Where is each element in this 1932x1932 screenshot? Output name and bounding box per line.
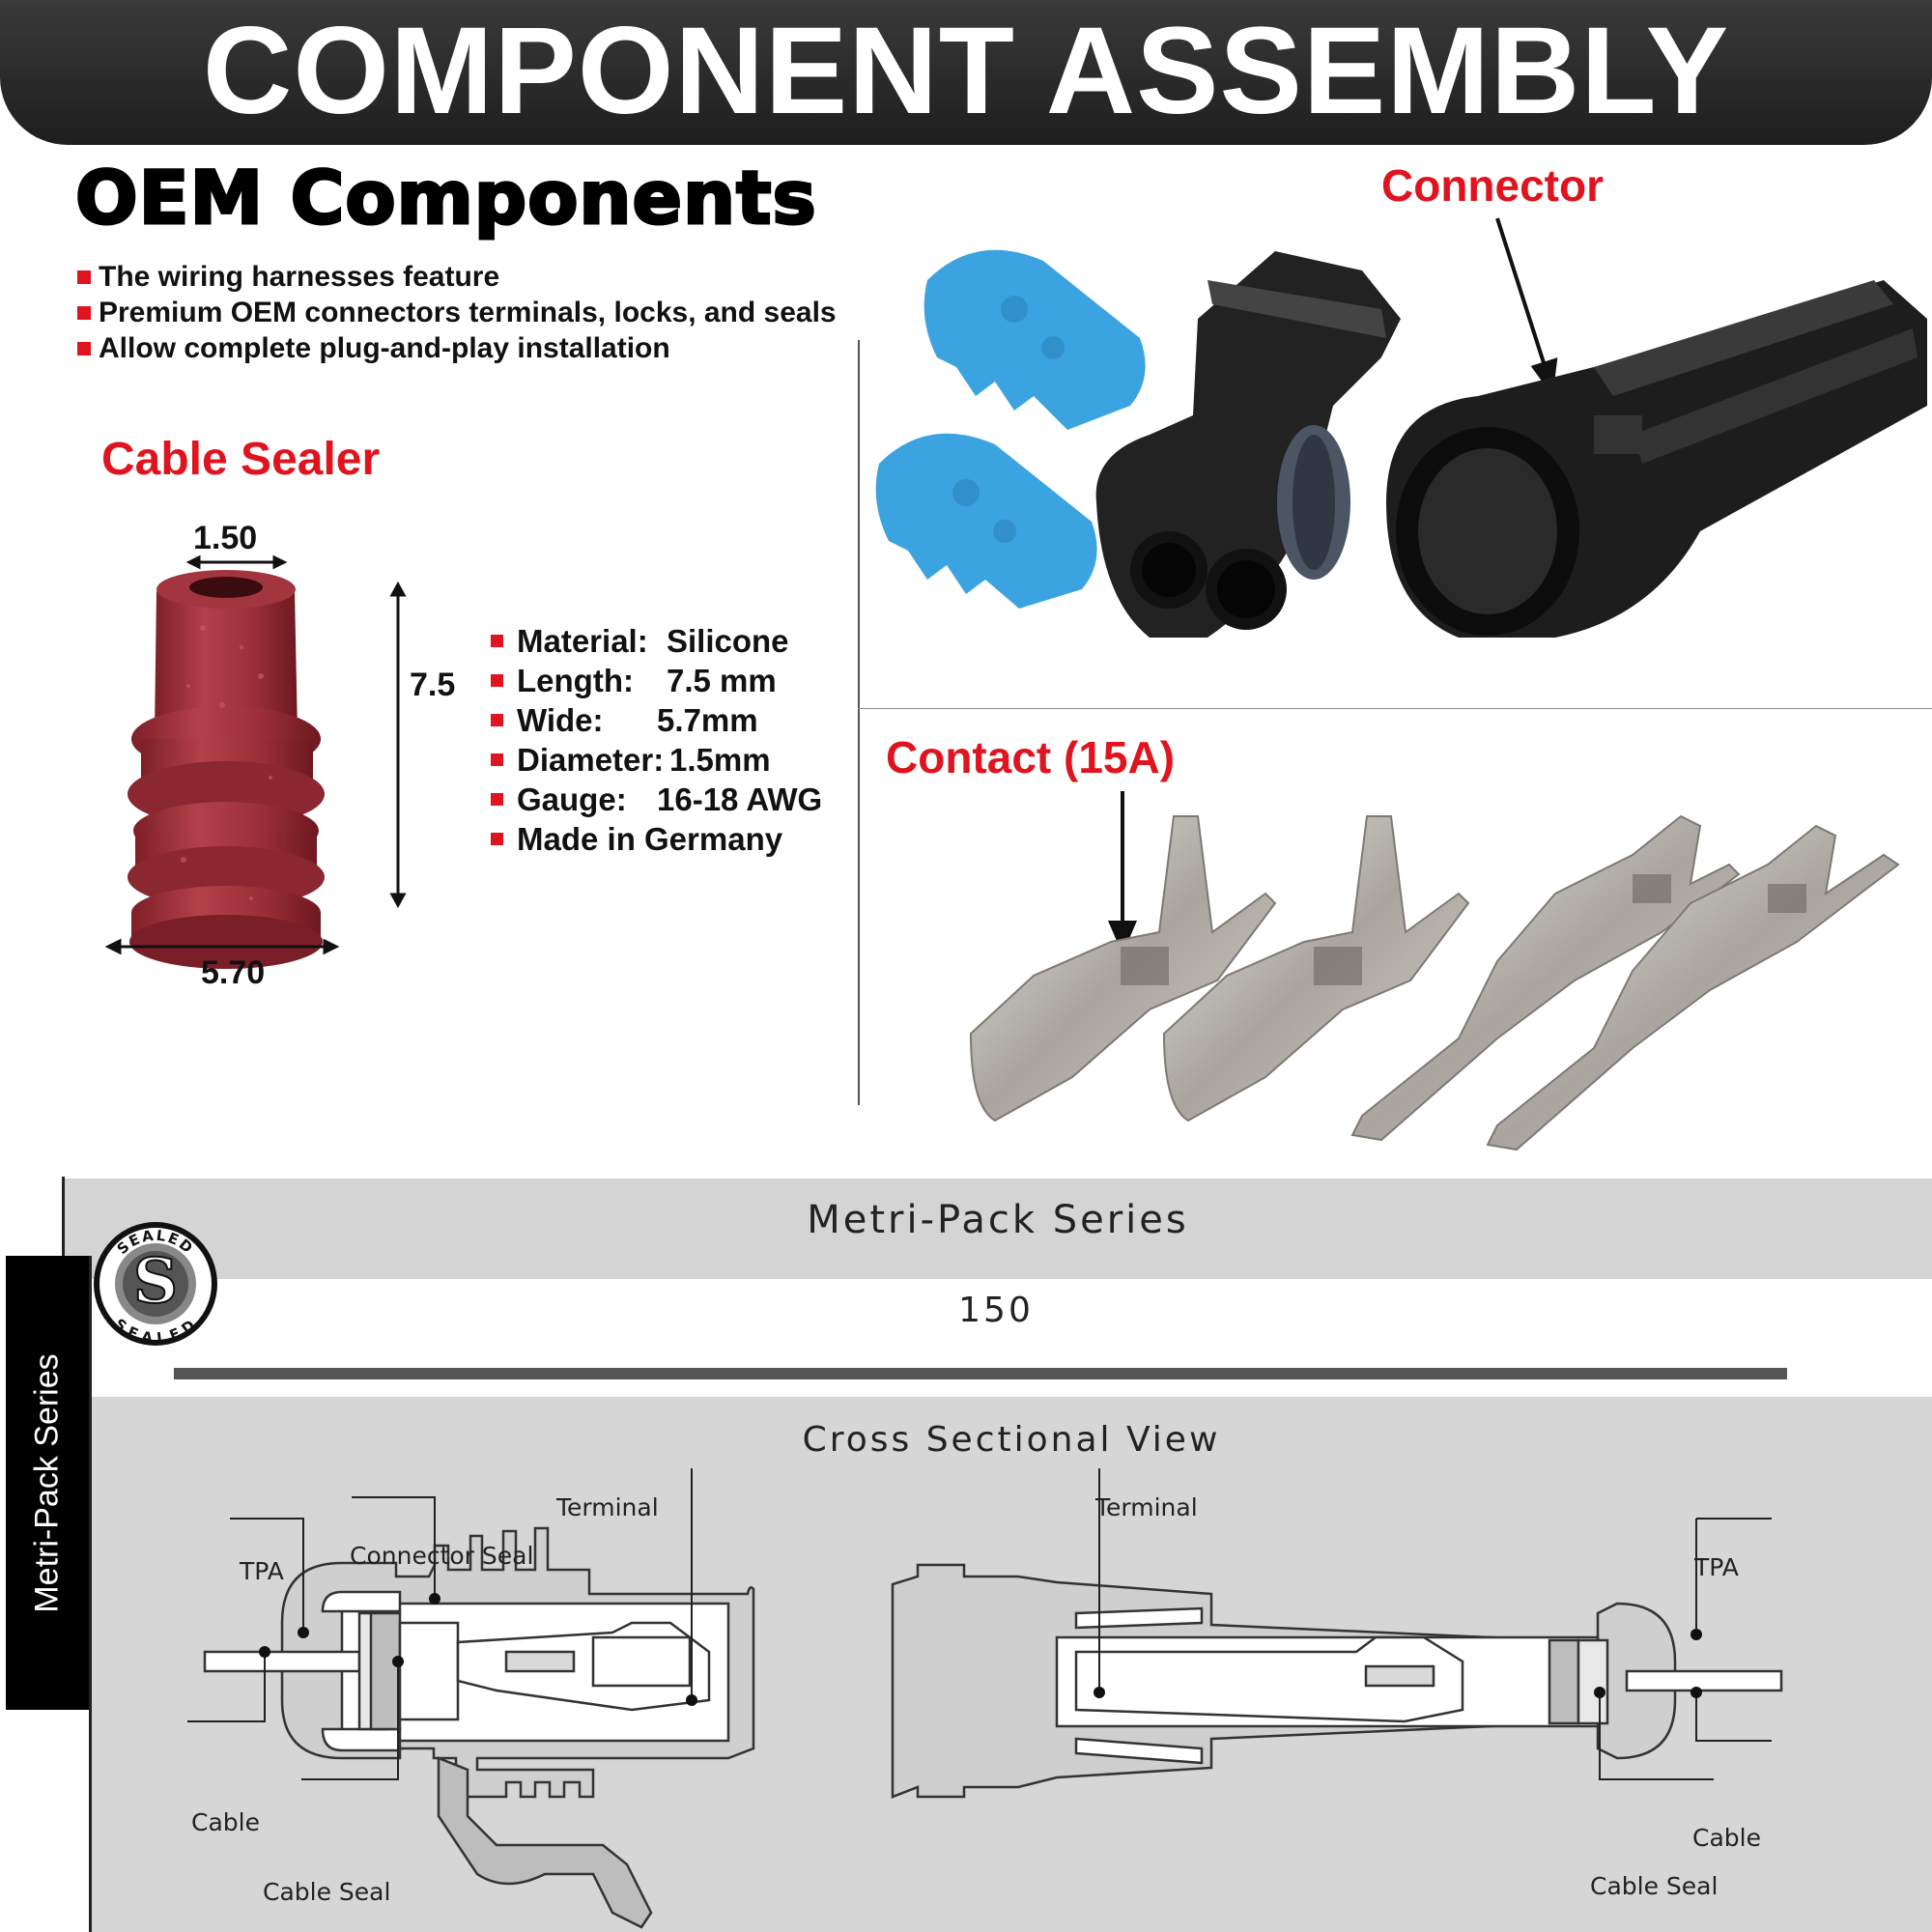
panel-border <box>89 1256 92 1932</box>
series-sidebar-label: Metri-Pack Series <box>28 1352 66 1613</box>
callout-cable-right: Cable <box>1692 1824 1761 1852</box>
contact-label: Contact (15A) <box>886 732 1176 782</box>
cable-sealer-illustration <box>104 554 407 969</box>
callout-tpa-right: TPA <box>1694 1553 1739 1581</box>
series-title: Metri-Pack Series <box>807 1198 1189 1242</box>
section-divider-vertical <box>858 340 860 1105</box>
callout-cable-left: Cable <box>191 1808 260 1836</box>
list-item: Gauge:16-18 AWG <box>491 780 822 819</box>
dimension-width-label: 5.70 <box>201 954 266 991</box>
bullet-square-icon <box>491 753 503 766</box>
header-banner <box>0 0 1932 145</box>
bullet-square-icon <box>77 270 91 284</box>
bullet-square-icon <box>491 674 503 687</box>
sealed-badge-icon: S SEALED SEALED <box>94 1222 217 1347</box>
cross-section-diagram <box>187 1468 1783 1929</box>
list-item: The wiring harnesses feature <box>77 259 837 295</box>
list-item: Length:7.5 mm <box>491 661 822 700</box>
section-divider-horizontal <box>858 708 1932 709</box>
dimension-length-label: 7.5 <box>410 667 456 703</box>
bullet-square-icon <box>491 635 503 647</box>
callout-tpa-left: TPA <box>240 1557 284 1585</box>
callout-cable-seal-left: Cable Seal <box>263 1878 391 1906</box>
series-number: 150 <box>958 1291 1034 1330</box>
callout-connector-seal: Connector Seal <box>350 1542 534 1570</box>
connector-label: Connector <box>1381 160 1604 211</box>
list-item: Diameter:1.5mm <box>491 740 822 780</box>
callout-cable-seal-right: Cable Seal <box>1590 1872 1719 1900</box>
dimension-top-label: 1.50 <box>193 520 258 556</box>
bullet-square-icon <box>491 833 503 845</box>
list-item: Premium OEM connectors terminals, locks,… <box>77 295 837 330</box>
bullet-square-icon <box>491 793 503 806</box>
bullet-square-icon <box>77 305 91 320</box>
panel-border <box>62 1177 65 1321</box>
list-item: Made in Germany <box>491 819 822 859</box>
cross-section-title: Cross Sectional View <box>802 1420 1221 1460</box>
page-title: COMPONENT ASSEMBLY <box>202 2 1730 140</box>
list-item: Wide:5.7mm <box>491 700 822 740</box>
callout-terminal-left: Terminal <box>556 1493 659 1521</box>
cable-sealer-label: Cable Sealer <box>101 434 381 485</box>
oem-components-title: OEM Components <box>74 154 818 242</box>
section-rule <box>174 1368 1787 1379</box>
list-item: Allow complete plug-and-play installatio… <box>77 330 837 366</box>
series-title-band <box>64 1179 1932 1279</box>
bullet-square-icon <box>491 714 503 726</box>
svg-text:S: S <box>133 1245 178 1318</box>
contact-terminals-illustration <box>969 791 1900 1151</box>
list-item: Material:Silicone <box>491 621 822 661</box>
bullet-square-icon <box>77 341 91 355</box>
series-sidebar <box>6 1256 89 1710</box>
callout-terminal-right: Terminal <box>1095 1493 1198 1521</box>
feature-list: The wiring harnesses feature Premium OEM… <box>77 259 837 366</box>
connector-illustration <box>875 217 1927 638</box>
spec-list: Material:Silicone Length:7.5 mm Wide:5.7… <box>491 621 822 859</box>
